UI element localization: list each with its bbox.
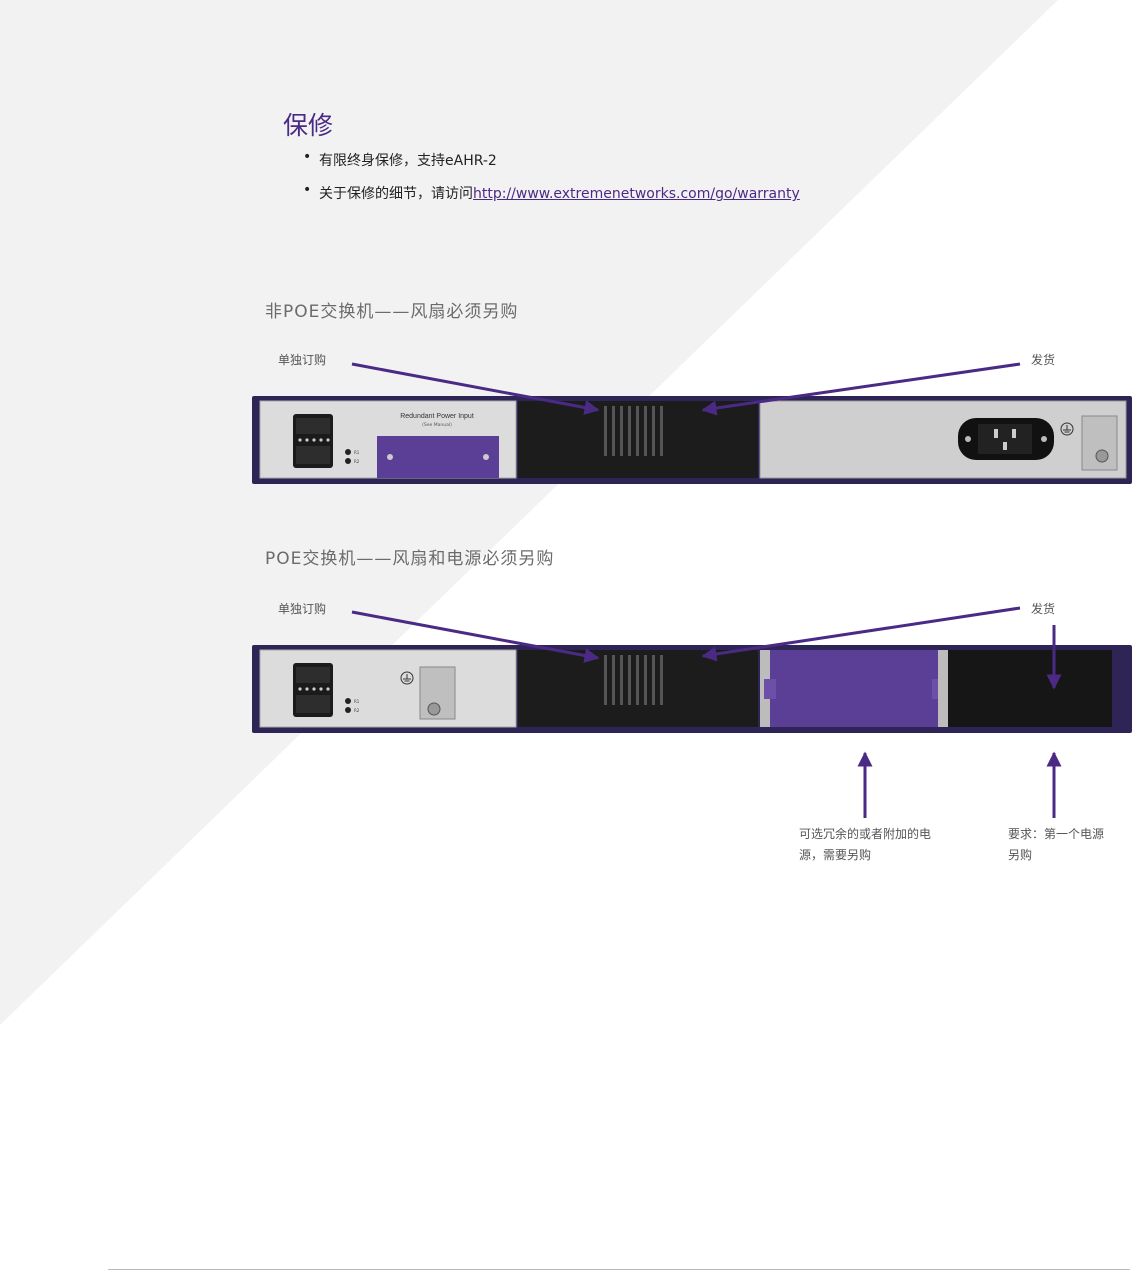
warranty-bullet-list: 有限终身保修，支持eAHR-2 关于保修的细节，请访问http://www.ex… xyxy=(303,149,800,216)
rps-panel-title: Redundant Power Input xyxy=(400,413,474,420)
fan-heatsink xyxy=(604,655,663,705)
led-r1-label: R1 xyxy=(354,450,360,455)
non-poe-switch-rear-panel: R1 R2 Redundant Power Input (See Manual) xyxy=(252,396,1132,484)
led-r2 xyxy=(345,707,351,713)
led-r2-label: R2 xyxy=(354,708,360,713)
non-poe-section-title: 非POE交换机——风扇必须另购 xyxy=(265,302,519,322)
rps-connector-icon xyxy=(293,663,333,717)
power-inlet-icon xyxy=(958,418,1054,460)
label-shipped: 发货 xyxy=(1031,602,1056,616)
warranty-bullet-text: 关于保修的细节，请访问 xyxy=(319,186,473,202)
warranty-bullet-text: 有限终身保修，支持eAHR-2 xyxy=(319,153,497,169)
warranty-link[interactable]: http://www.extremenetworks.com/go/warran… xyxy=(473,186,800,202)
warranty-title: 保修 xyxy=(283,111,334,140)
led-r2 xyxy=(345,458,351,464)
led-r2-label: R2 xyxy=(354,459,360,464)
note-line: 另购 xyxy=(1008,848,1033,862)
poe-switch-rear-panel: R1 R2 xyxy=(252,645,1132,733)
rps-connector-icon xyxy=(293,414,333,468)
footer-rule xyxy=(108,1269,1130,1270)
ground-icon xyxy=(1060,422,1074,436)
poe-section-title: POE交换机——风扇和电源必须另购 xyxy=(265,549,555,569)
ground-icon xyxy=(400,671,414,685)
note-optional-psu: 可选冗余的或者附加的电 源，需要另购 xyxy=(799,824,931,866)
led-r1 xyxy=(345,698,351,704)
warranty-bullet-details: 关于保修的细节，请访问http://www.extremenetworks.co… xyxy=(303,182,800,216)
led-r1-label: R1 xyxy=(354,699,360,704)
psu-blank-cover xyxy=(770,650,938,727)
label-shipped: 发货 xyxy=(1031,353,1056,367)
led-r1 xyxy=(345,449,351,455)
note-line: 要求：第一个电源 xyxy=(1008,827,1105,841)
rps-panel-subtitle: (See Manual) xyxy=(422,422,452,428)
note-line: 源，需要另购 xyxy=(799,848,872,862)
warranty-bullet-lifetime: 有限终身保修，支持eAHR-2 xyxy=(303,149,800,183)
note-required-psu: 要求：第一个电源 另购 xyxy=(1008,824,1104,866)
note-line: 可选冗余的或者附加的电 xyxy=(799,827,932,841)
rps-cover-plate xyxy=(377,436,499,478)
label-order-separately: 单独订购 xyxy=(278,353,327,367)
psu-empty-bay xyxy=(948,650,1112,727)
slot-divider xyxy=(938,650,948,727)
power-supply-plate xyxy=(759,400,1127,479)
label-order-separately: 单独订购 xyxy=(278,602,327,616)
fan-heatsink xyxy=(604,406,663,456)
